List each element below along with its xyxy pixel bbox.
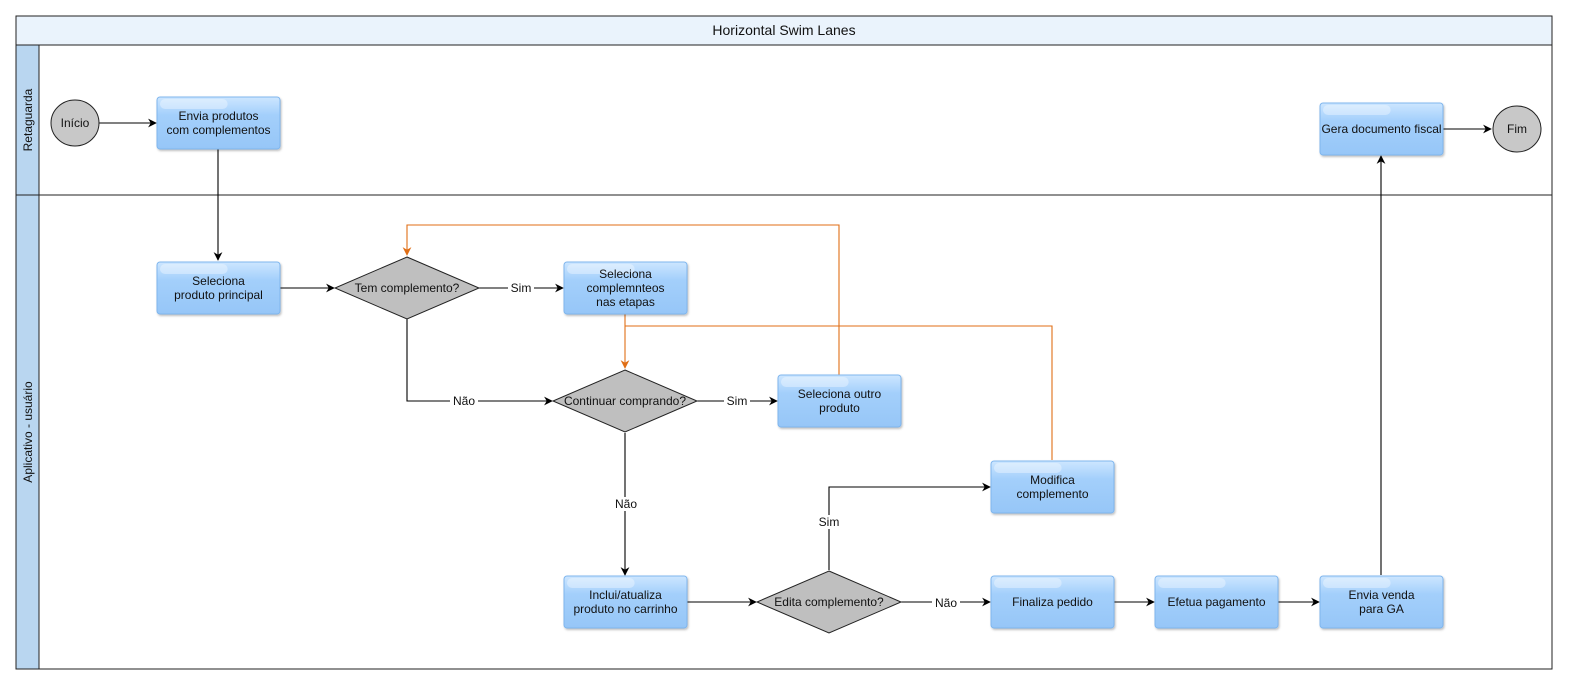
edge-outro-tem [402, 224, 840, 375]
process-highlight [160, 264, 228, 274]
node-label: Seleciona [599, 267, 652, 281]
lane-label-retaguarda: Retaguarda [21, 88, 35, 151]
terminal-ellipse [50, 99, 100, 147]
edge-label-nao-1: Não [453, 394, 475, 408]
decision-diamond [755, 570, 903, 634]
node-label: Edita complemento? [774, 595, 884, 609]
node-label: para GA [1359, 602, 1404, 616]
process-box [1154, 575, 1279, 629]
decision-diamond [551, 369, 699, 433]
edge-label-nao-2: Não [615, 497, 637, 511]
node-label: Finaliza pedido [1012, 595, 1093, 609]
process-box [563, 575, 688, 629]
edge-label-nao-3: Não [935, 596, 957, 610]
process-box [990, 575, 1115, 629]
process-box [156, 96, 281, 150]
node-inicio: Início [50, 99, 100, 147]
node-label: Envia produtos [178, 109, 258, 123]
decision-diamond [333, 256, 481, 320]
process-highlight [1323, 105, 1391, 115]
terminal-ellipse [1492, 105, 1542, 153]
node-label: Gera documento fiscal [1321, 122, 1441, 136]
process-box [1319, 575, 1444, 629]
node-label: com complementos [166, 123, 270, 137]
node-label: Inclui/atualiza [589, 588, 662, 602]
process-box [990, 460, 1115, 514]
process-highlight [994, 578, 1062, 588]
diagram-title: Horizontal Swim Lanes [712, 22, 855, 38]
edge-label-sim-3: Sim [819, 515, 840, 529]
process-highlight [781, 377, 849, 387]
node-label: Seleciona outro [798, 387, 882, 401]
node-label: nas etapas [596, 295, 655, 309]
node-finaliza-pedido: Finaliza pedido [990, 575, 1115, 629]
node-tem-complemento: Tem complemento? [333, 256, 481, 320]
edge-label-sim-1: Sim [511, 281, 532, 295]
process-highlight [160, 99, 228, 109]
node-label: Envia venda [1348, 588, 1414, 602]
process-highlight [1158, 578, 1226, 588]
node-label: Fim [1507, 122, 1527, 136]
edge-edita-sim [828, 482, 991, 570]
process-highlight [567, 264, 635, 274]
process-box [1319, 102, 1444, 156]
process-box [156, 261, 281, 315]
lane-label-aplicativo: Aplicativo - usuário [21, 381, 35, 483]
edge-tem-nao [406, 319, 553, 406]
process-highlight [994, 463, 1062, 473]
node-label: Início [61, 116, 90, 130]
node-label: produto principal [174, 288, 263, 302]
process-box [777, 374, 902, 428]
node-gera-documento: Gera documento fiscal [1319, 102, 1444, 156]
node-fim: Fim [1492, 105, 1542, 153]
node-edita-complemento: Edita complemento? [755, 570, 903, 634]
process-highlight [1323, 578, 1391, 588]
node-label: produto [819, 401, 860, 415]
node-label: Continuar comprando? [564, 394, 686, 408]
node-label: Efetua pagamento [1167, 595, 1265, 609]
title-bar [15, 15, 1553, 46]
edges [99, 118, 1492, 607]
node-label: complemnteos [586, 281, 664, 295]
node-continuar-comprando: Continuar comprando? [551, 369, 699, 433]
node-label: Modifica [1030, 473, 1075, 487]
edge-label-sim-2: Sim [727, 394, 748, 408]
process-highlight [567, 578, 635, 588]
node-label: Seleciona [192, 274, 245, 288]
node-label: complemento [1016, 487, 1088, 501]
edge-labels: Sim Não Sim Não Sim Não [450, 281, 960, 610]
process-box [563, 261, 688, 315]
node-label: produto no carrinho [573, 602, 677, 616]
node-efetua-pagamento: Efetua pagamento [1154, 575, 1279, 629]
lane-header-aplicativo [15, 194, 40, 670]
node-label: Tem complemento? [355, 281, 460, 295]
edge-modifica-continuar [625, 325, 1053, 460]
